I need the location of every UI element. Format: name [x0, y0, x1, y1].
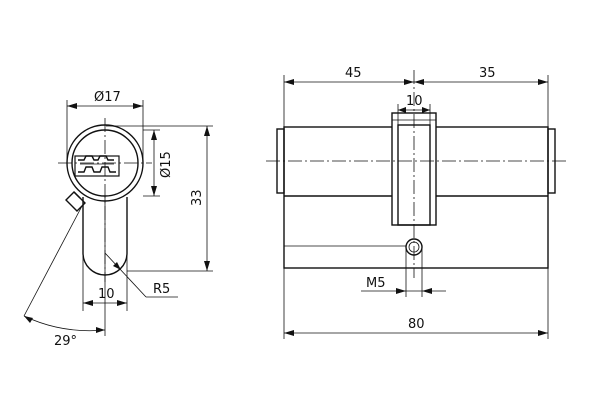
- dim-side-left-label: 45: [345, 66, 362, 81]
- cam: [65, 191, 86, 212]
- dim-radius: R5: [104, 252, 178, 298]
- dim-front-height: 33: [106, 125, 213, 272]
- dim-inner-diameter: Ø15: [143, 129, 174, 197]
- dim-inner-diameter-label: Ø15: [159, 151, 174, 178]
- dim-front-width: 10: [82, 253, 128, 311]
- dim-side-lengths: 45 35: [283, 66, 549, 127]
- keyway: [74, 155, 120, 177]
- side-view: 45 35 10 M5 80: [266, 66, 568, 339]
- dim-radius-label: R5: [153, 282, 170, 297]
- dim-cam-width: 10: [397, 94, 431, 125]
- dim-cam-width-label: 10: [406, 94, 423, 109]
- dim-front-width-label: 10: [98, 287, 115, 302]
- dim-total-length: 80: [283, 268, 549, 339]
- dim-outer-diameter-label: Ø17: [94, 90, 121, 105]
- dim-front-height-label: 33: [190, 189, 205, 206]
- dim-side-right-label: 35: [479, 66, 496, 81]
- dim-cam-angle-label: 29°: [54, 334, 77, 349]
- dim-outer-diameter: Ø17: [66, 90, 144, 163]
- dim-screw: M5: [361, 247, 446, 297]
- dim-cam-angle: 29°: [23, 196, 106, 349]
- dim-total-length-label: 80: [408, 317, 425, 332]
- dim-screw-label: M5: [366, 276, 386, 291]
- front-view: Ø17 Ø15 33 10: [23, 90, 213, 349]
